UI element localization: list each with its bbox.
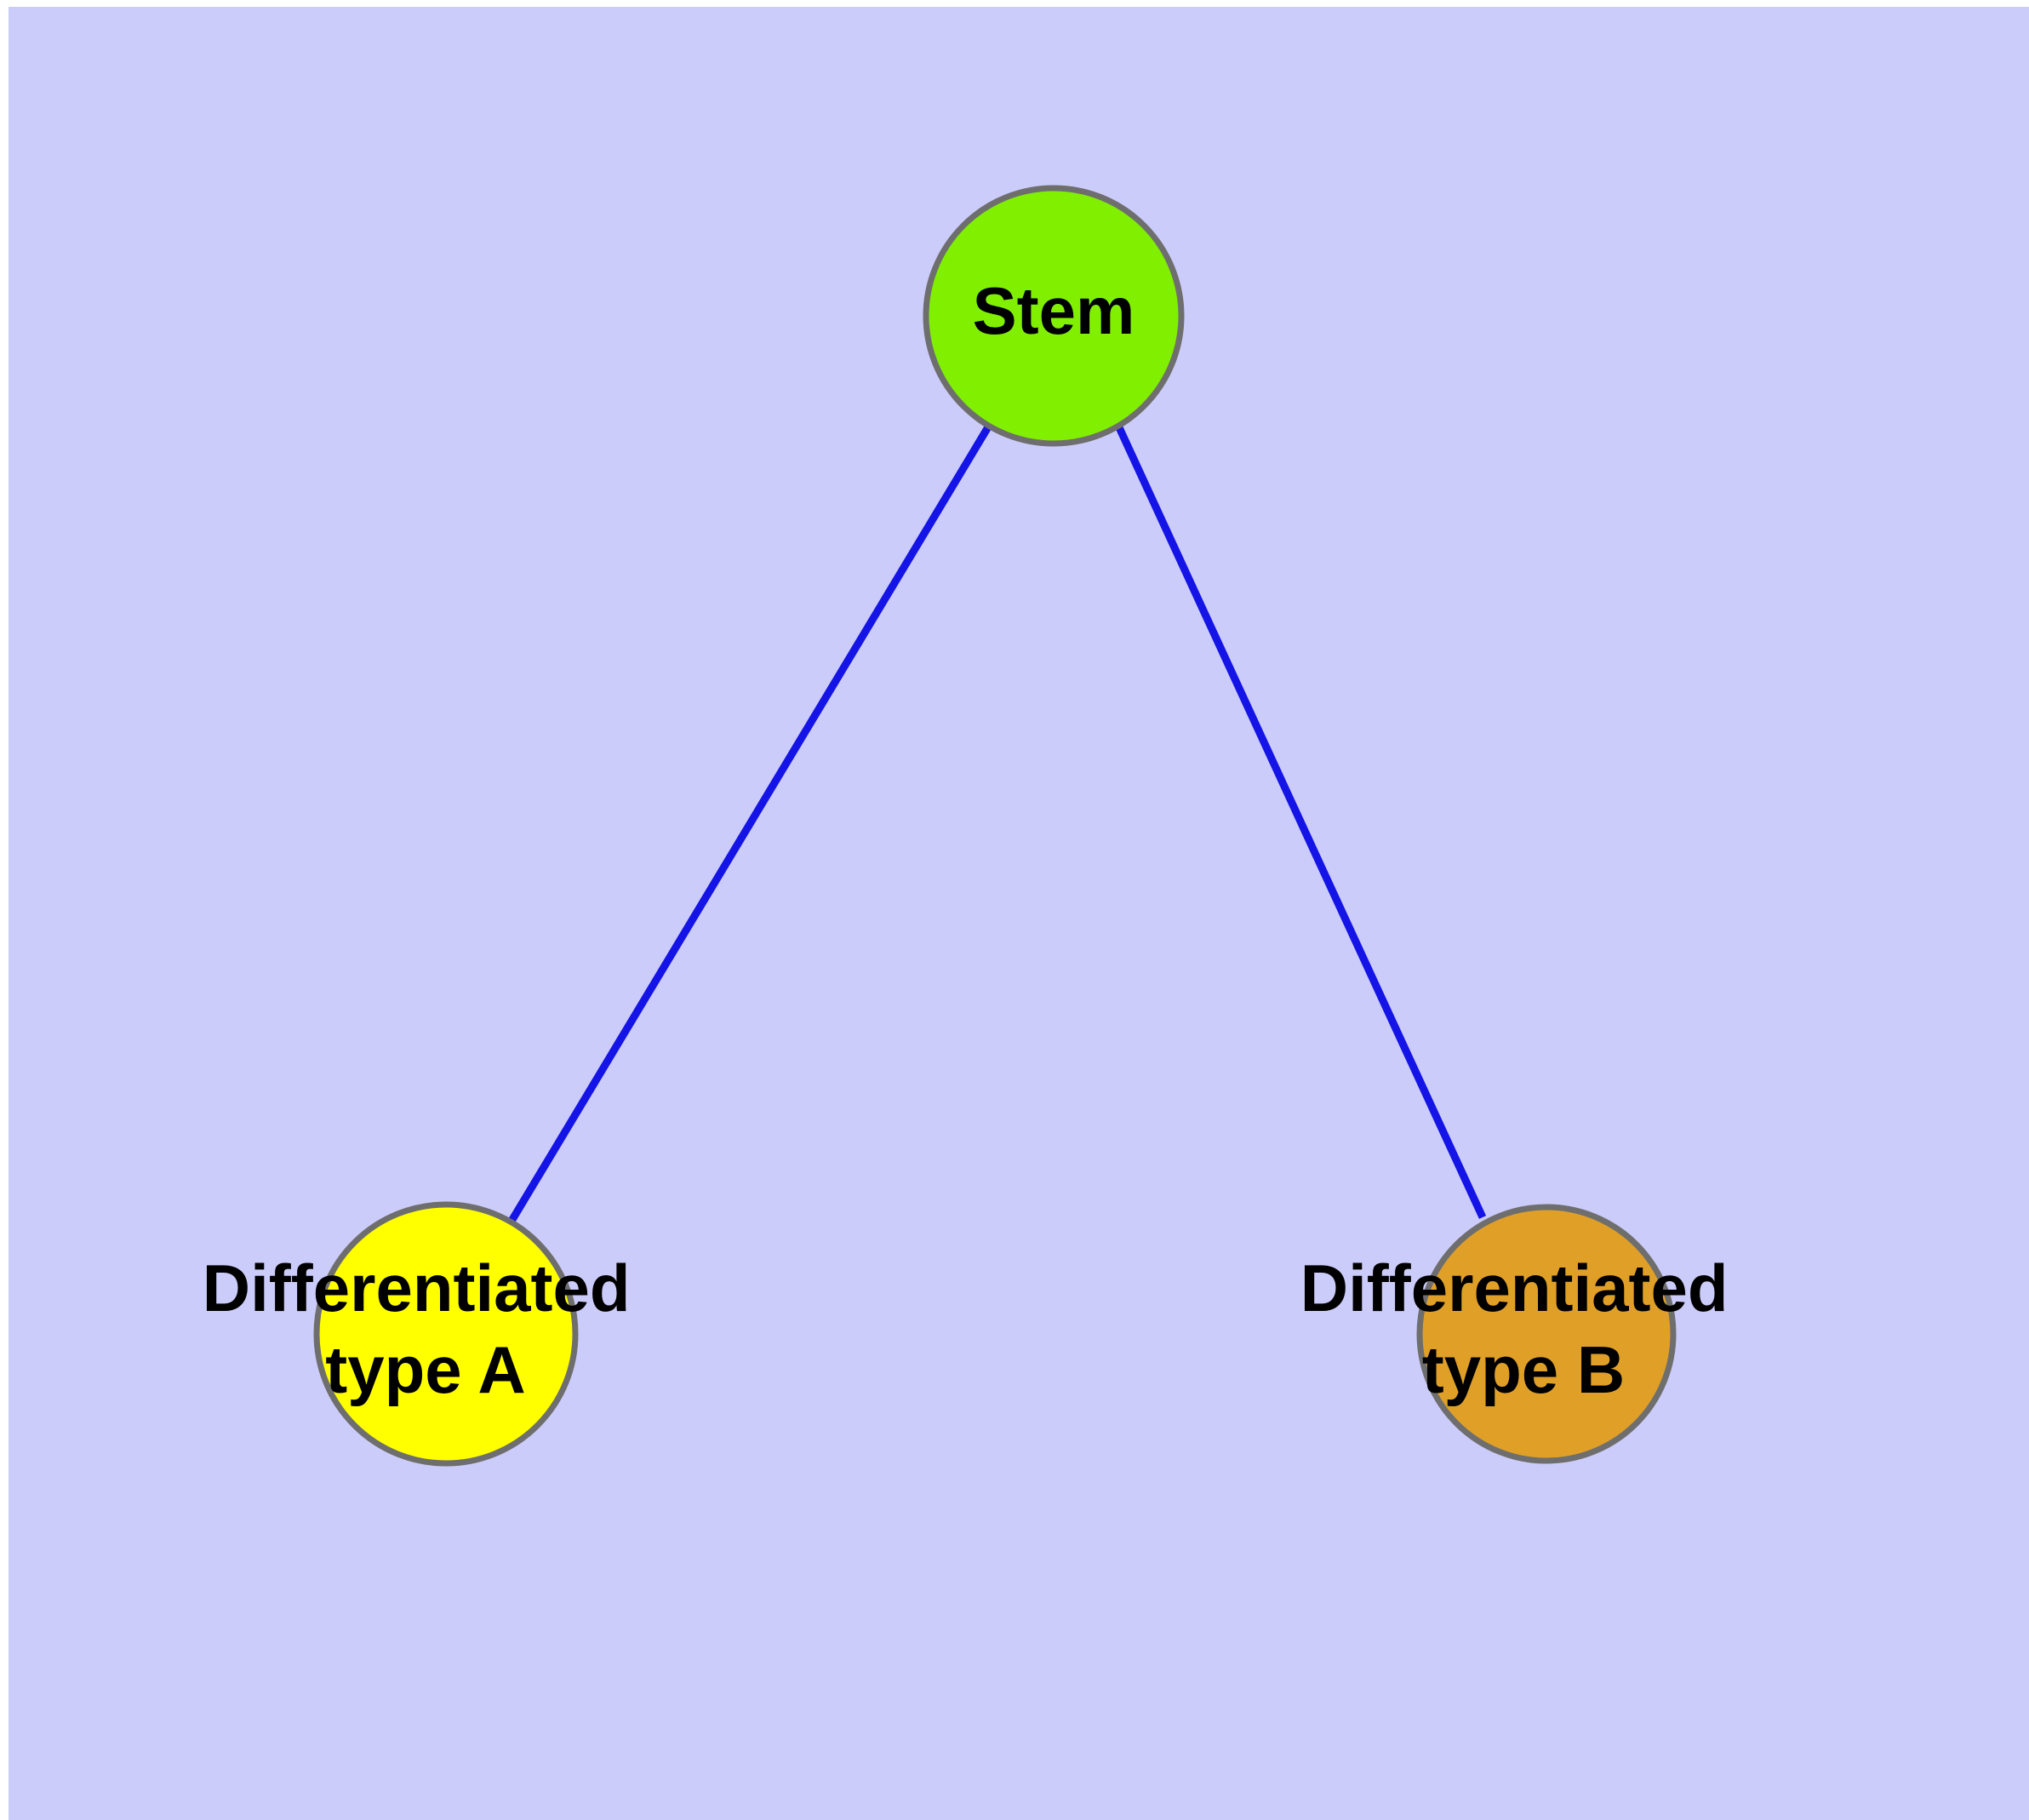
node-differentiated-type-b-label: Differentiated type B xyxy=(1300,1251,1746,1407)
node-differentiated-type-b-label-line-1: Differentiated xyxy=(1300,1251,1729,1325)
node-stem-label-line-1: Stem xyxy=(973,273,1135,348)
node-stem[interactable]: Stem xyxy=(923,185,1185,447)
node-differentiated-type-a-label-line-1: Differentiated xyxy=(203,1251,631,1325)
edge-layer xyxy=(507,423,1487,1225)
node-stem-label: Stem xyxy=(973,273,1135,348)
node-differentiated-type-a-circle[interactable] xyxy=(313,1201,579,1467)
node-differentiated-type-a[interactable]: Differentiated type A xyxy=(203,1201,649,1467)
node-differentiated-type-a-label: Differentiated type A xyxy=(203,1251,649,1407)
node-differentiated-type-b[interactable]: Differentiated type B xyxy=(1300,1204,1746,1464)
edge-stem-to-differentiated-type-a[interactable] xyxy=(507,423,992,1225)
node-differentiated-type-b-circle[interactable] xyxy=(1416,1204,1677,1464)
node-differentiated-type-b-label-line-2: type B xyxy=(1422,1332,1625,1407)
node-stem-circle[interactable] xyxy=(923,185,1185,447)
node-differentiated-type-a-label-line-2: type A xyxy=(325,1332,526,1407)
edge-stem-to-differentiated-type-b[interactable] xyxy=(1114,424,1487,1219)
